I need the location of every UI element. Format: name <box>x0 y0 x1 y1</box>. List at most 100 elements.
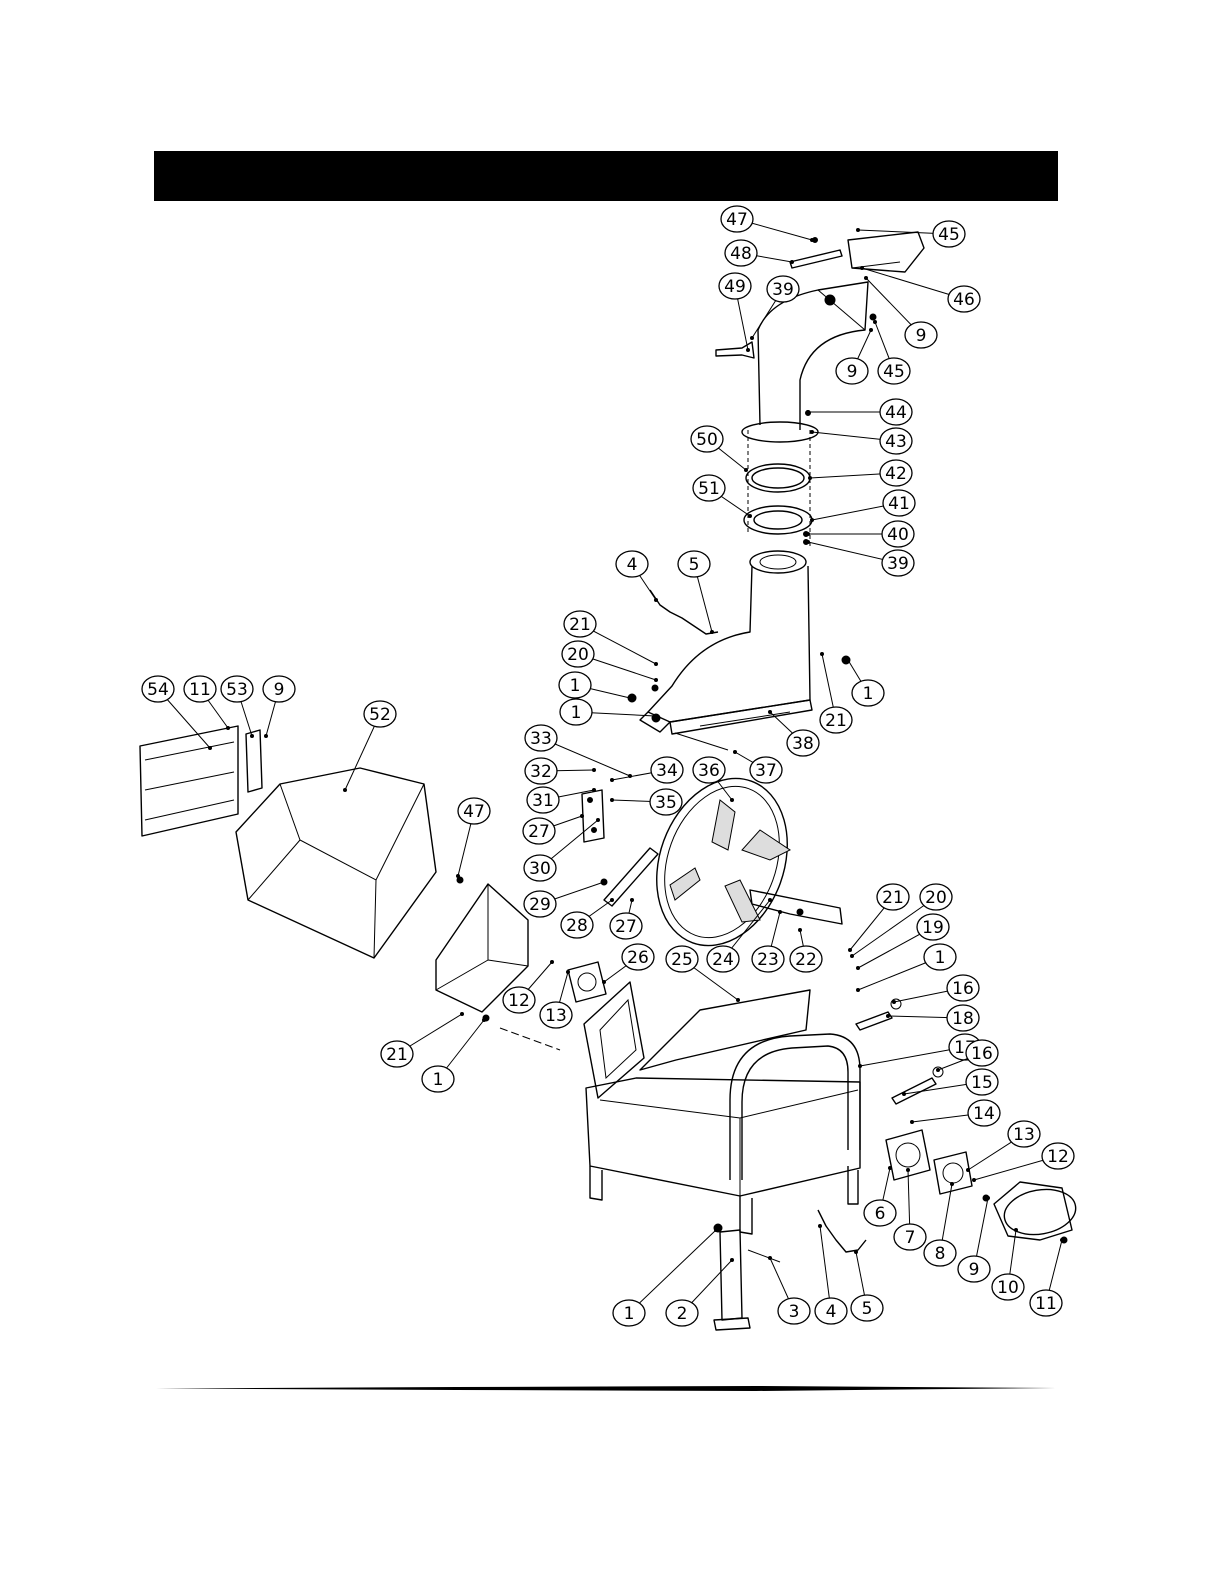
callout-anchor <box>602 980 606 984</box>
callout-48: 48 <box>725 240 794 266</box>
callout-anchor <box>750 336 754 340</box>
callout-anchor <box>810 430 814 434</box>
callout-anchor <box>888 1166 892 1170</box>
callout-anchor <box>654 662 658 666</box>
callout-anchor <box>768 898 772 902</box>
callout-label: 25 <box>671 950 693 970</box>
callout-15: 15 <box>902 1069 998 1096</box>
callout-label: 44 <box>885 403 907 423</box>
callout-label: 31 <box>532 791 554 811</box>
callout-anchor <box>806 410 810 414</box>
callout-label: 22 <box>795 950 817 970</box>
callout-label: 40 <box>887 525 909 545</box>
callout-label: 19 <box>922 918 944 938</box>
callout-anchor <box>864 276 868 280</box>
callout-label: 26 <box>627 948 649 968</box>
callout-anchor <box>768 1256 772 1260</box>
callout-anchor <box>873 320 877 324</box>
callout-label: 18 <box>952 1009 974 1029</box>
callout-anchor <box>850 954 854 958</box>
callout-label: 21 <box>882 888 904 908</box>
callout-50: 50 <box>691 426 748 472</box>
callout-label: 30 <box>529 859 551 879</box>
callout-anchor <box>856 988 860 992</box>
callout-label: 1 <box>570 676 581 696</box>
callout-label: 13 <box>545 1006 567 1026</box>
callout-anchor <box>808 476 812 480</box>
callout-label: 16 <box>952 979 974 999</box>
callout-7: 7 <box>894 1168 926 1250</box>
callout-label: 50 <box>696 430 718 450</box>
callout-anchor <box>730 1258 734 1262</box>
callout-label: 51 <box>698 479 720 499</box>
callout-label: 12 <box>508 991 530 1011</box>
callout-26: 26 <box>602 944 654 984</box>
callout-label: 42 <box>885 464 907 484</box>
callout-label: 27 <box>528 822 550 842</box>
callout-label: 1 <box>433 1070 444 1090</box>
callout-anchor <box>936 1068 940 1072</box>
callout-anchor <box>654 678 658 682</box>
callout-10: 10 <box>992 1228 1024 1300</box>
callout-anchor <box>710 630 714 634</box>
callout-label: 47 <box>726 210 748 230</box>
callout-47: 47 <box>721 206 814 242</box>
callout-label: 39 <box>887 554 909 574</box>
callout-18: 18 <box>886 1005 979 1031</box>
callout-label: 12 <box>1047 1147 1069 1167</box>
callout-anchor <box>846 658 850 662</box>
callout-anchor <box>810 518 814 522</box>
callout-anchor <box>906 1168 910 1172</box>
callout-anchor <box>264 734 268 738</box>
callout-anchor <box>892 1000 896 1004</box>
callout-label: 15 <box>971 1073 993 1093</box>
callout-anchor <box>886 1014 890 1018</box>
callout-anchor <box>869 328 873 332</box>
callout-anchor <box>602 880 606 884</box>
callout-29: 29 <box>524 880 606 917</box>
callout-label: 53 <box>226 680 248 700</box>
callout-label: 21 <box>569 615 591 635</box>
callout-anchor <box>746 348 750 352</box>
callout-52: 52 <box>343 701 396 792</box>
callout-22: 22 <box>790 928 822 972</box>
callout-27: 27 <box>610 898 642 939</box>
callout-9: 9 <box>263 676 295 738</box>
callout-28: 28 <box>561 898 614 938</box>
callout-label: 4 <box>826 1302 837 1322</box>
callout-label: 14 <box>973 1104 995 1124</box>
callout-label: 46 <box>953 290 975 310</box>
callout-label: 5 <box>689 555 700 575</box>
callout-anchor <box>592 788 596 792</box>
callout-anchor <box>806 532 810 536</box>
callout-5: 5 <box>851 1250 883 1321</box>
callout-label: 32 <box>530 762 552 782</box>
callout-label: 27 <box>615 917 637 937</box>
callout-label: 43 <box>885 432 907 452</box>
callout-label: 54 <box>147 680 169 700</box>
callout-1: 1 <box>856 944 956 992</box>
callout-35: 35 <box>610 789 682 815</box>
blade-brackets <box>582 790 658 906</box>
callout-label: 9 <box>274 680 285 700</box>
callout-label: 13 <box>1013 1125 1035 1145</box>
callout-43: 43 <box>810 428 912 454</box>
callout-anchor <box>986 1196 990 1200</box>
callout-anchor <box>790 260 794 264</box>
callout-46: 46 <box>860 266 980 312</box>
callout-anchor <box>1060 1238 1064 1242</box>
callout-label: 47 <box>463 802 485 822</box>
callout-anchor <box>654 598 658 602</box>
callout-anchor <box>854 1250 858 1254</box>
callout-anchor <box>226 726 230 730</box>
callout-label: 35 <box>655 793 677 813</box>
callout-4: 4 <box>616 551 658 602</box>
callout-anchor <box>714 1228 718 1232</box>
callout-anchor <box>596 818 600 822</box>
callout-45: 45 <box>856 221 965 247</box>
callout-anchor <box>810 238 814 242</box>
callout-label: 4 <box>627 555 638 575</box>
callout-4: 4 <box>815 1224 847 1324</box>
callout-17: 17 <box>858 1034 981 1068</box>
callout-label: 1 <box>571 703 582 723</box>
